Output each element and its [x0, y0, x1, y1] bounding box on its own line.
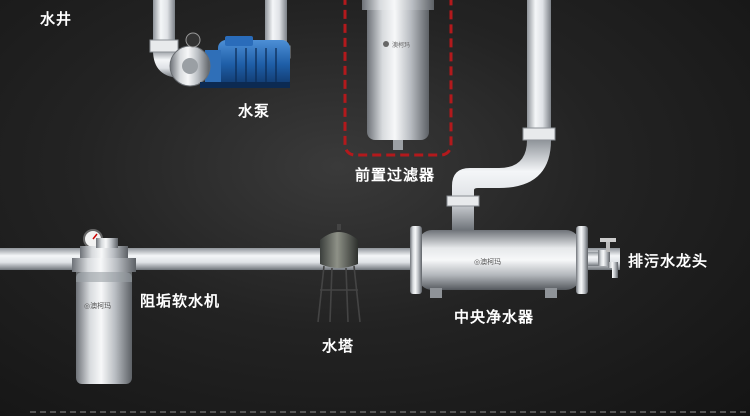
svg-text:◎澳柯玛: ◎澳柯玛	[84, 301, 111, 310]
label-water-well: 水井	[40, 10, 73, 28]
filter-elbow	[452, 140, 551, 230]
svg-text:◎澳柯玛: ◎澳柯玛	[474, 257, 501, 266]
svg-text:澳柯玛: 澳柯玛	[392, 41, 410, 49]
filter-outlet-pipe	[527, 0, 551, 140]
label-prefilter: 前置过滤器	[355, 166, 436, 184]
prefilter-highlight-box	[343, 0, 453, 157]
softener-housing: ◎澳柯玛	[72, 229, 136, 384]
label-softener: 阻垢软水机	[140, 292, 221, 310]
pump-inlet-pipe	[153, 0, 175, 52]
label-water-pump: 水泵	[238, 102, 271, 120]
water-pump-icon	[169, 32, 290, 88]
label-water-tower: 水塔	[322, 337, 355, 355]
water-tower-icon	[317, 224, 361, 323]
faucet-icon	[598, 238, 618, 278]
label-central-purifier: 中央净水器	[454, 308, 535, 326]
central-purifier-housing: ◎澳柯玛	[410, 226, 588, 298]
prefilter-housing: 澳柯玛	[362, 0, 434, 150]
label-drain-faucet: 排污水龙头	[628, 252, 709, 270]
